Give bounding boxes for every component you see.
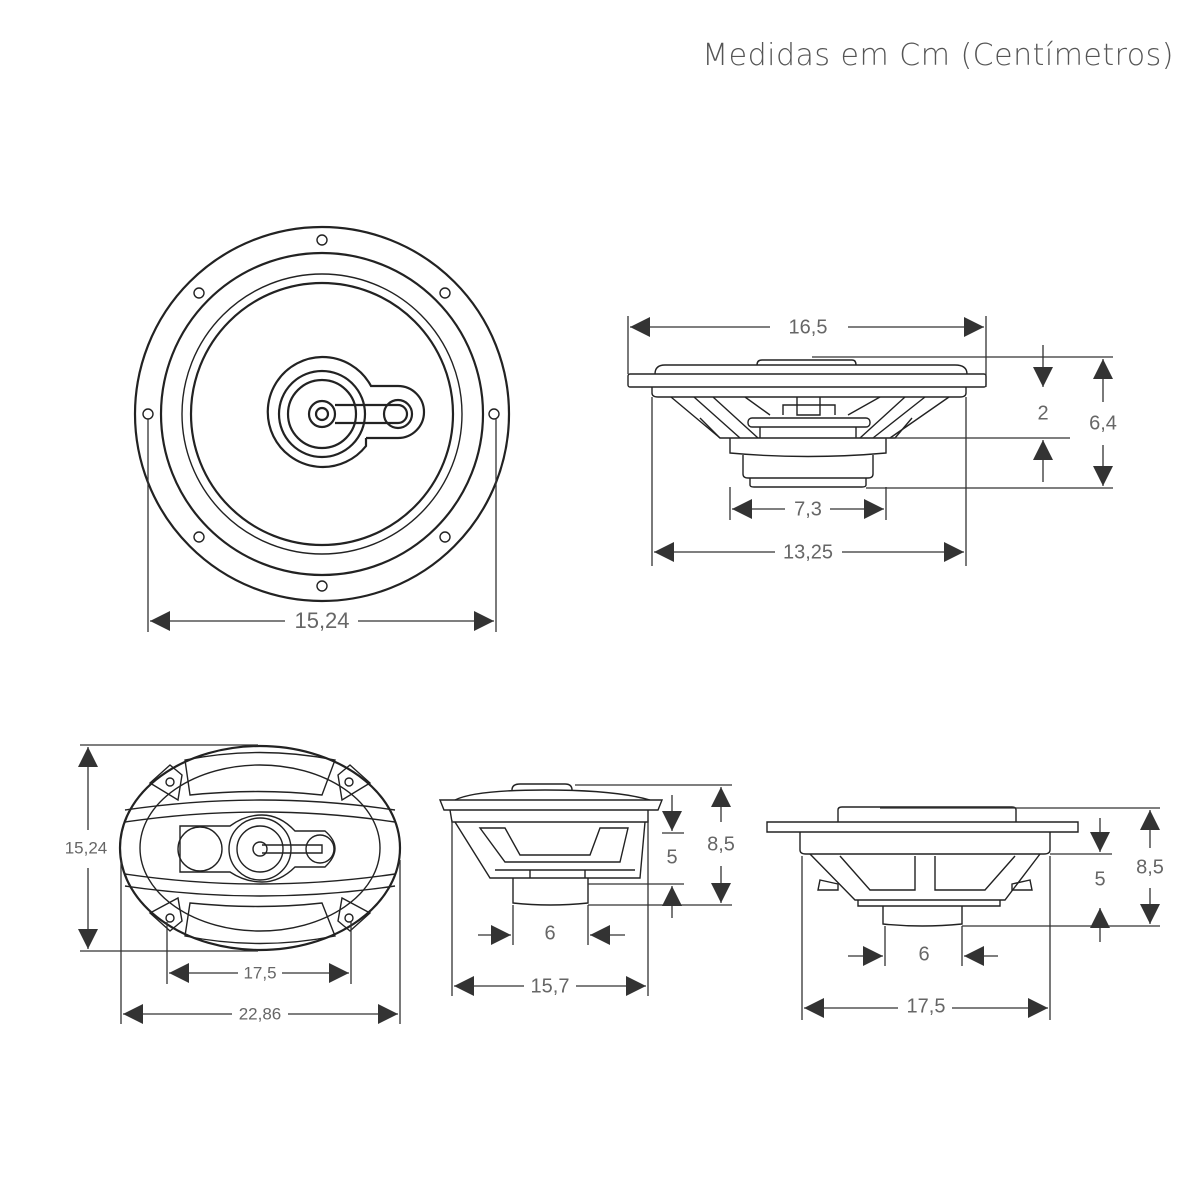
round-width-label: 15,24 — [294, 608, 349, 633]
round-total-depth-label: 6,4 — [1089, 412, 1117, 434]
round-cutout-width-label: 13,25 — [783, 541, 833, 563]
oval-short-mount-depth-label: 5 — [666, 846, 677, 868]
oval-short-magnet-width-label: 6 — [544, 922, 555, 944]
oval-speaker-side-view-long: 8,5 5 6 17,5 — [766, 806, 1164, 1020]
oval-short-cutout-width-label: 15,7 — [531, 975, 570, 997]
oval-long-total-depth-label: 8,5 — [1136, 856, 1164, 878]
round-speaker-side-view: 16,5 13,25 7,3 2 6,4 — [627, 316, 1117, 566]
round-speaker-front-view: 15,24 — [133, 225, 511, 633]
oval-long-mount-depth-label: 5 — [1094, 868, 1105, 890]
oval-speaker-side-view-short: 8,5 5 6 15,7 — [438, 783, 735, 997]
mounting-holes — [142, 234, 500, 592]
oval-long-cutout-width-label: 17,5 — [907, 995, 946, 1017]
diagram-title: Medidas em Cm (Centímetros) — [702, 38, 1174, 73]
oval-long-magnet-width-label: 6 — [918, 943, 929, 965]
oval-width-label: 22,86 — [239, 1004, 282, 1023]
round-flange-width-label: 16,5 — [789, 316, 828, 338]
oval-height-label: 15,24 — [65, 838, 108, 857]
oval-short-total-depth-label: 8,5 — [707, 833, 735, 855]
round-magnet-width-label: 7,3 — [794, 498, 822, 520]
tweeter — [266, 355, 426, 469]
round-mount-depth-label: 2 — [1037, 402, 1048, 424]
oval-speaker-front-view: 15,24 17,5 22,86 — [65, 744, 402, 1024]
oval-hole-spacing-label: 17,5 — [243, 963, 276, 982]
